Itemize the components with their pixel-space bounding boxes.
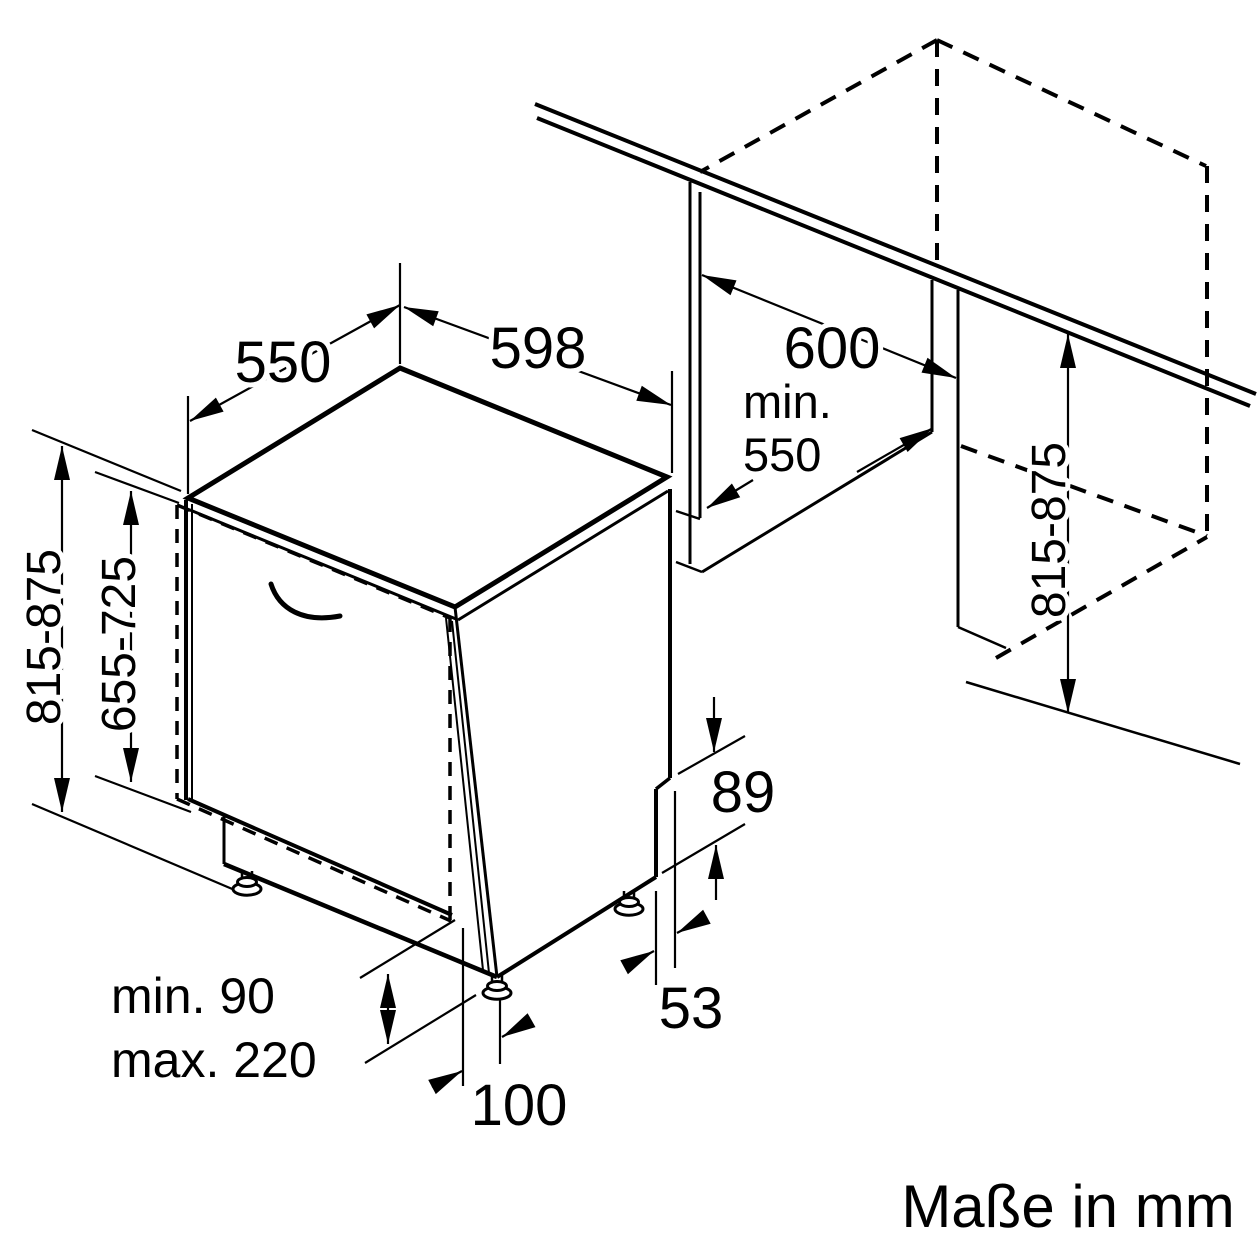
ext-655-top [94, 470, 180, 505]
ext-655-bottom [94, 774, 192, 814]
box-rear-jog [654, 776, 672, 791]
dim-line-min90-max220-arrowhead-end [380, 1010, 396, 1044]
niche-floor-rear-dashed [960, 444, 1208, 538]
left-wall-cap-lower [675, 560, 703, 574]
dim-arrow-100-left-arrowhead-end [428, 1071, 462, 1095]
dim-arrow-100-right-arrowhead-end [502, 1013, 536, 1037]
dim-line-600-arrowhead-start [702, 275, 737, 296]
plinth-bottom-edge [223, 861, 498, 980]
ext-815left-top [31, 428, 182, 493]
dim-arrow-89-bottom-arrowhead-end [708, 845, 724, 879]
label-600: 600 [784, 316, 881, 381]
label-550: 550 [235, 330, 332, 395]
dim-line-550 [189, 304, 401, 422]
label-89: 89 [711, 760, 776, 825]
dim-line-550-arrowhead-start [190, 397, 224, 421]
countertop-top-line [534, 102, 1257, 396]
leader-min550-left-arrowhead-end [707, 483, 741, 508]
floor-line-right [965, 680, 1241, 766]
door-bottom-edge [187, 797, 453, 917]
label-598: 598 [490, 316, 587, 381]
box-top-face [182, 365, 673, 610]
dim-line-598-arrowhead-end [636, 385, 671, 405]
dim-line-815-left-arrowhead-end [54, 778, 70, 812]
label-655-725: 655-725 [93, 556, 146, 732]
dim-line-598-arrowhead-start [404, 307, 439, 327]
lid-front-inner-edge [189, 508, 457, 621]
left-wall-cap-upper [675, 509, 701, 521]
ext-89-top [677, 735, 746, 775]
dim-line-815-right-arrowhead-start [1060, 334, 1076, 368]
door-handle-icon [268, 581, 343, 621]
label-max220: max. 220 [111, 1032, 317, 1088]
label-815-875-left: 815-875 [18, 549, 71, 725]
dim-arrow-89-top-arrowhead-end [706, 718, 722, 752]
dim-line-655-arrowhead-end [123, 748, 139, 782]
box-front-right-corner [453, 606, 499, 978]
dim-arrow-53-right-arrowhead-end [677, 909, 711, 933]
dim-line-815-left-arrowhead-start [54, 446, 70, 480]
label-min550-min: min. [743, 375, 832, 428]
dim-line-815-right-arrowhead-end [1060, 679, 1076, 713]
ext-min90-bottom [364, 994, 477, 1064]
dim-line-600-arrowhead-end [921, 357, 956, 378]
label-53: 53 [659, 976, 724, 1041]
caption-masse-in-mm: Maße in mm [901, 1173, 1234, 1240]
niche-top-right-edge [936, 38, 1207, 168]
label-100: 100 [471, 1073, 568, 1138]
niche-floor-front-edge [701, 430, 933, 574]
leader-min550-right-arrowhead-end [899, 428, 933, 452]
dim-line-550-arrowhead-end [366, 305, 400, 329]
niche-floor-front-dashed [995, 535, 1208, 660]
dim-line-598 [403, 305, 672, 407]
ext-89-bottom [661, 823, 746, 874]
ext-815left-bottom-floor [31, 802, 238, 893]
dim-line-min90-max220-arrowhead-start [380, 974, 396, 1008]
right-wall-bottom-cap [957, 625, 1007, 650]
door-gap-line-2 [451, 620, 490, 974]
lid-right-inner-edge [457, 489, 669, 622]
foot-rear-right-top [618, 896, 640, 908]
ext-min90-top [359, 919, 456, 979]
door-gap-line-1 [445, 617, 484, 971]
label-min550-550: 550 [743, 428, 821, 481]
dim-arrow-53-left-arrowhead-end [620, 951, 654, 975]
countertop-bottom-line [536, 116, 1251, 408]
box-side-bottom-edge [495, 875, 658, 979]
foot-front-right-top [486, 980, 508, 992]
foot-front-left-top [236, 876, 258, 888]
label-min90: min. 90 [111, 968, 275, 1024]
dim-line-655-arrowhead-start [123, 491, 139, 525]
niche-top-left-edge [699, 38, 938, 174]
label-815-875-right: 815-875 [1023, 442, 1076, 618]
dim-line-600 [701, 273, 957, 380]
